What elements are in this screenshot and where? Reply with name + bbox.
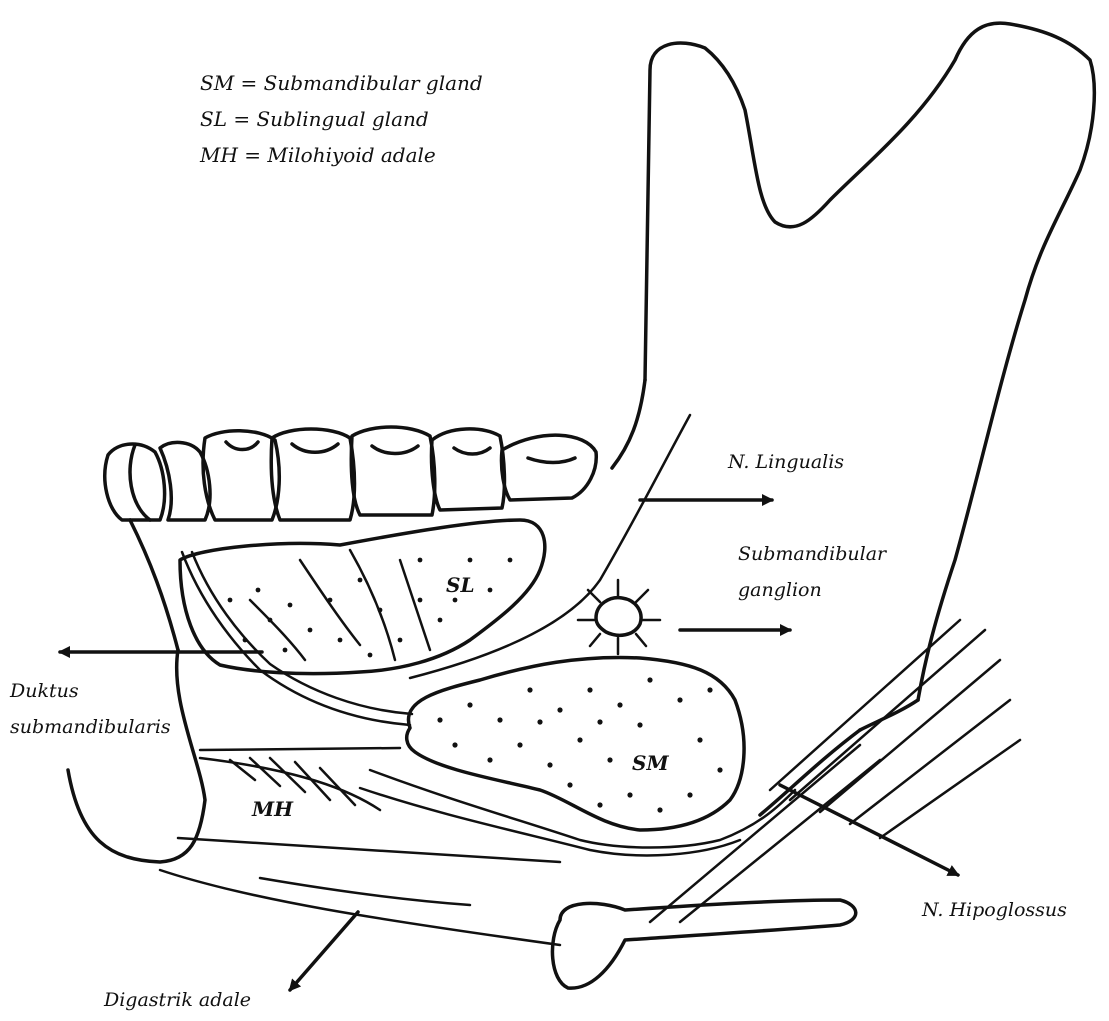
arrows [60, 500, 958, 990]
label-submandibular-ganglion-line1: Submandibular [738, 543, 888, 565]
legend-line-sl: SL = Sublingual gland [200, 107, 429, 131]
submandibular-gland [360, 657, 795, 855]
legend: SM = Submandibular gland SL = Sublingual… [199, 71, 483, 167]
label-sm: SM [632, 751, 669, 775]
submandibular-duct [182, 552, 412, 725]
label-mh: MH [251, 797, 294, 821]
arrow-n-hipoglossus [780, 785, 958, 875]
label-submandibular-ganglion-line2: ganglion [738, 579, 822, 601]
labels: N. Lingualis Submandibular ganglion Dukt… [9, 451, 1067, 1011]
submandibular-stipple [437, 677, 722, 812]
label-duktus-line2: submandibularis [10, 716, 171, 738]
label-digastrik: Digastrik adale [103, 989, 251, 1011]
digastric-muscle [160, 870, 560, 945]
teeth [105, 427, 596, 520]
mylohyoid-muscle [178, 748, 560, 862]
hyoglossus-strands [650, 620, 1020, 922]
legend-line-mh: MH = Milohiyoid adale [199, 143, 436, 167]
label-duktus-line1: Duktus [9, 680, 79, 702]
label-n-hipoglossus: N. Hipoglossus [921, 899, 1067, 921]
legend-line-sm: SM = Submandibular gland [200, 71, 483, 95]
label-sl: SL [446, 573, 475, 597]
arrow-digastrik [290, 912, 358, 990]
label-n-lingualis: N. Lingualis [727, 451, 844, 473]
hyoid-bone [552, 900, 855, 988]
submandibular-ganglion [578, 580, 660, 654]
